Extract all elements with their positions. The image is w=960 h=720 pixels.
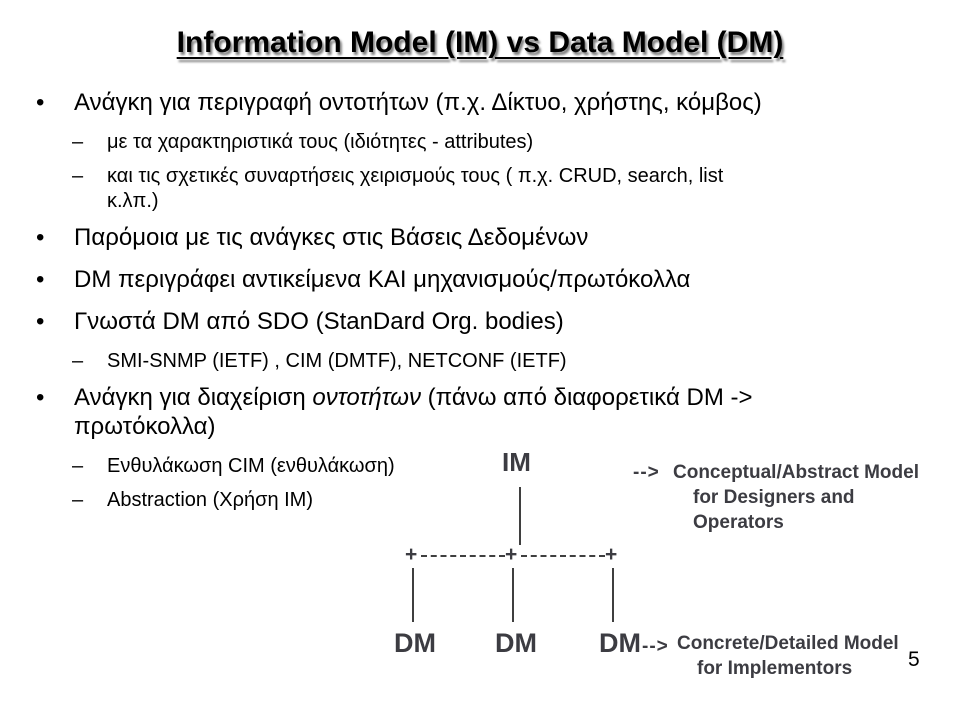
bullet-text: Ανάγκη για περιγραφή οντοτήτων (π.χ. Δίκ… [74, 89, 762, 116]
sub-bullet-text: και τις σχετικές συναρτήσεις χειρισμούς … [107, 165, 724, 212]
bullet-marker: • [36, 266, 45, 293]
dm-node-label: DM [495, 628, 537, 658]
connector-line [512, 568, 514, 622]
bottom-annotation: Concrete/Detailed Model for Implementors [677, 631, 899, 681]
bullet-text-part: Ανάγκη για διαχείριση [74, 384, 313, 411]
dash-marker: – [72, 455, 84, 477]
page-number: 5 [908, 648, 920, 671]
dm-node-label: DM [599, 628, 641, 658]
top-annotation-line2: for Designers and Operators [693, 487, 855, 533]
dash-marker: – [72, 131, 84, 153]
bullet-text-italic: οντοτήτων [312, 384, 421, 411]
bullet-item: • Γνωστά DM από SDO (StanDard Org. bodie… [30, 307, 935, 336]
dashed-connector [521, 555, 605, 557]
connector-line [412, 568, 414, 622]
bullet-list: • Ανάγκη για περιγραφή οντοτήτων (π.χ. Δ… [30, 88, 935, 522]
bullet-text: Γνωστά DM από SDO (StanDard Org. bodies) [74, 308, 564, 335]
dm-node-label: DM [394, 628, 436, 658]
bullet-item: • Ανάγκη για διαχείριση οντοτήτων (πάνω … [30, 383, 935, 441]
arrow-icon: --> [633, 462, 660, 483]
sub-bullet-text: Ενθυλάκωση CIM (ενθυλάκωση) [107, 455, 395, 477]
top-annotation-line1: Conceptual/Abstract Model [673, 462, 919, 483]
dash-marker: – [72, 165, 84, 187]
sub-bullet-text: με τα χαρακτηριστικά τους (ιδιότητες - a… [107, 131, 534, 153]
bullet-item: • Ανάγκη για περιγραφή οντοτήτων (π.χ. Δ… [30, 88, 935, 117]
connector-line [612, 568, 614, 622]
sub-bullet-item: – Abstraction (Χρήση IM) [70, 488, 935, 513]
bottom-annotation-line2: for Implementors [697, 658, 853, 679]
im-dm-diagram: IM --> Conceptual/Abstract Model for Des… [390, 447, 935, 702]
dashed-connector [421, 555, 505, 557]
bullet-text-part: (πάνω από διαφορετικά DM -> πρωτόκολλα) [74, 384, 753, 440]
bullet-marker: • [36, 89, 45, 116]
bullet-marker: • [36, 384, 45, 411]
sub-bullet-item: – SMI-SNMP (IETF) , CIM (DMTF), NETCONF … [70, 349, 935, 374]
bullet-marker: • [36, 224, 45, 251]
sub-bullet-text: Abstraction (Χρήση IM) [107, 489, 314, 511]
arrow-icon: --> [642, 636, 669, 657]
bullet-item: • DM περιγράφει αντικείμενα ΚΑΙ μηχανισμ… [30, 265, 935, 294]
slide-title: Information Model (IM) vs Data Model (DM… [176, 26, 784, 59]
dash-marker: – [72, 489, 84, 511]
connector-line [519, 487, 521, 545]
plus-junction: + [505, 543, 518, 566]
im-node-label: IM [502, 447, 531, 477]
bullet-text: Παρόμοια με τις ανάγκες στις Βάσεις Δεδο… [74, 224, 589, 251]
bullet-text: Ανάγκη για διαχείριση οντοτήτων (πάνω απ… [74, 383, 869, 441]
bullet-text: DM περιγράφει αντικείμενα ΚΑΙ μηχανισμού… [74, 266, 691, 293]
bullet-item: • Παρόμοια με τις ανάγκες στις Βάσεις Δε… [30, 223, 935, 252]
sub-bullet-text: SMI-SNMP (IETF) , CIM (DMTF), NETCONF (I… [107, 350, 567, 372]
plus-junction: + [405, 543, 418, 566]
bottom-annotation-line1: Concrete/Detailed Model [677, 633, 899, 654]
sub-bullet-item: – και τις σχετικές συναρτήσεις χειρισμού… [70, 164, 935, 214]
top-annotation: Conceptual/Abstract Model for Designers … [673, 460, 935, 535]
plus-junction: + [605, 543, 618, 566]
dash-marker: – [72, 350, 84, 372]
sub-bullet-item: – Ενθυλάκωση CIM (ενθυλάκωση) [70, 454, 935, 479]
bullet-marker: • [36, 308, 45, 335]
sub-bullet-item: – με τα χαρακτηριστικά τους (ιδιότητες -… [70, 130, 935, 155]
